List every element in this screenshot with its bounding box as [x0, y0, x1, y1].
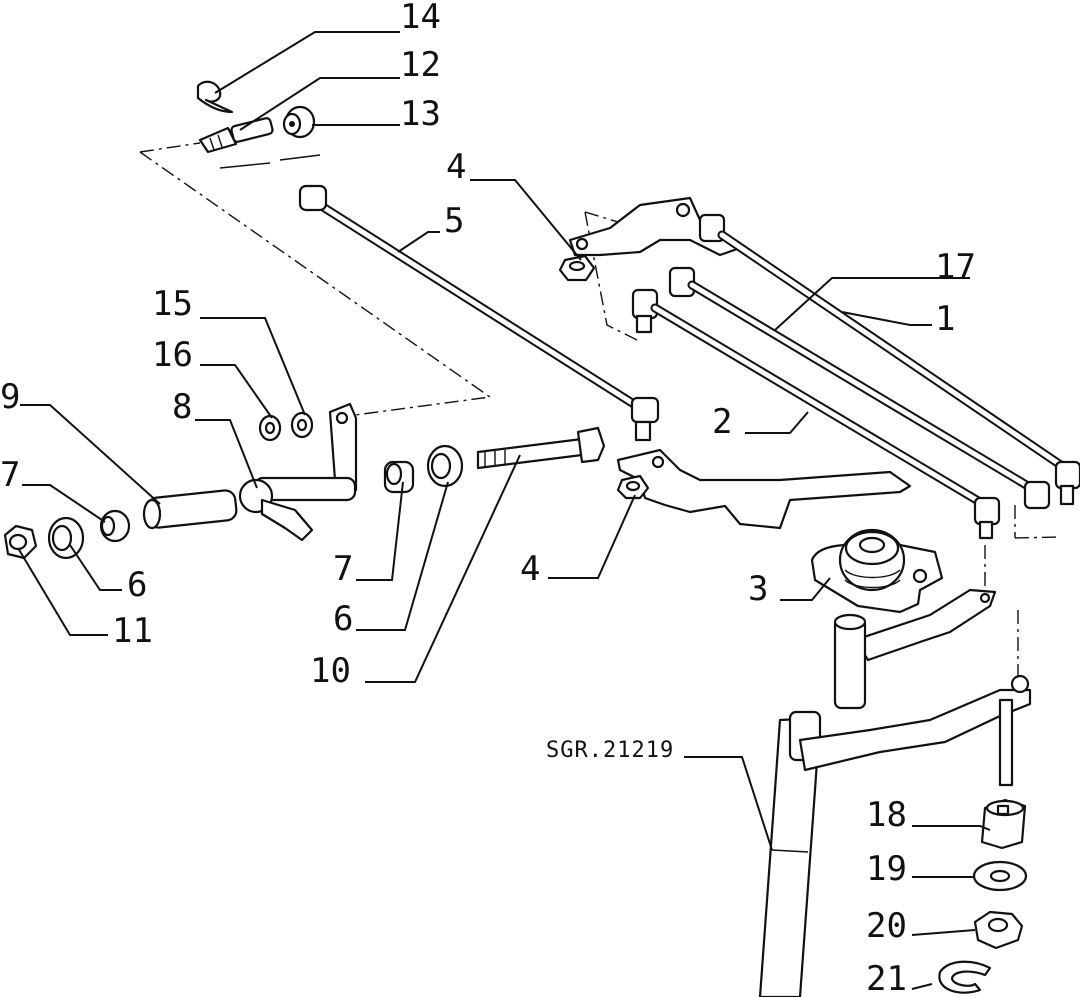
motor-mount-part-3: [810, 528, 944, 614]
callout-8: 8: [172, 387, 192, 427]
callout-18: 18: [866, 795, 907, 835]
callout-7-left: 7: [0, 455, 20, 495]
crank-arm: [833, 588, 997, 710]
link-rod-part-5: [298, 184, 660, 442]
callout-21: 21: [866, 959, 907, 997]
callout-12: 12: [400, 45, 441, 85]
bush-part-6-left: [47, 516, 85, 560]
bushing-part-7-middle: [383, 460, 415, 494]
frame-part-2: [616, 448, 912, 530]
callout-7-middle: 7: [333, 549, 353, 589]
pin-part-12: [198, 117, 274, 154]
bushing-part-18: [980, 798, 1027, 850]
callout-6-left: 6: [127, 565, 147, 605]
assembly-guide-lines: [139, 142, 1061, 680]
tube-part-9: [142, 489, 238, 530]
nut-part-4-lower: [616, 474, 650, 500]
leader-lines: [17, 31, 991, 990]
callout-13: 13: [400, 94, 441, 134]
wiper-bracket-assembly: [568, 196, 1080, 540]
bushing-part-13: [282, 105, 316, 139]
callout-20: 20: [866, 906, 907, 946]
bushing-part-7-left: [99, 509, 131, 543]
callout-4-top: 4: [446, 147, 466, 187]
callout-14: 14: [400, 0, 441, 37]
callout-15: 15: [152, 284, 193, 324]
clip-part-21: [938, 960, 992, 994]
lever-shaft-part-8: [238, 402, 358, 542]
callout-5: 5: [444, 201, 464, 241]
wiper-pivot-shaft: [758, 674, 1032, 997]
washer-part-19: [972, 860, 1028, 892]
callout-10: 10: [310, 651, 351, 691]
callout-3: 3: [748, 569, 768, 609]
nut-part-20: [973, 910, 1024, 950]
bolt-part-10: [476, 426, 606, 470]
callout-4-lower: 4: [520, 549, 540, 589]
callout-17: 17: [935, 247, 976, 287]
callout-labels: 14 12 13 4 5 17 1 15 16 9 8 2 7 4 6 3 7 …: [0, 0, 976, 997]
callout-11: 11: [112, 611, 153, 651]
callout-16: 16: [152, 335, 193, 375]
callout-19: 19: [866, 849, 907, 889]
washers-part-15-16: [258, 411, 314, 442]
callout-9: 9: [0, 377, 20, 417]
bush-part-6-middle: [426, 444, 464, 488]
callout-1: 1: [935, 299, 955, 339]
nut-part-11: [3, 524, 38, 560]
callout-6-middle: 6: [333, 599, 353, 639]
clip-part-14: [196, 80, 234, 114]
reference-code: SGR.21219: [546, 738, 674, 763]
nut-part-4-top: [558, 254, 596, 282]
callout-2: 2: [712, 402, 732, 442]
